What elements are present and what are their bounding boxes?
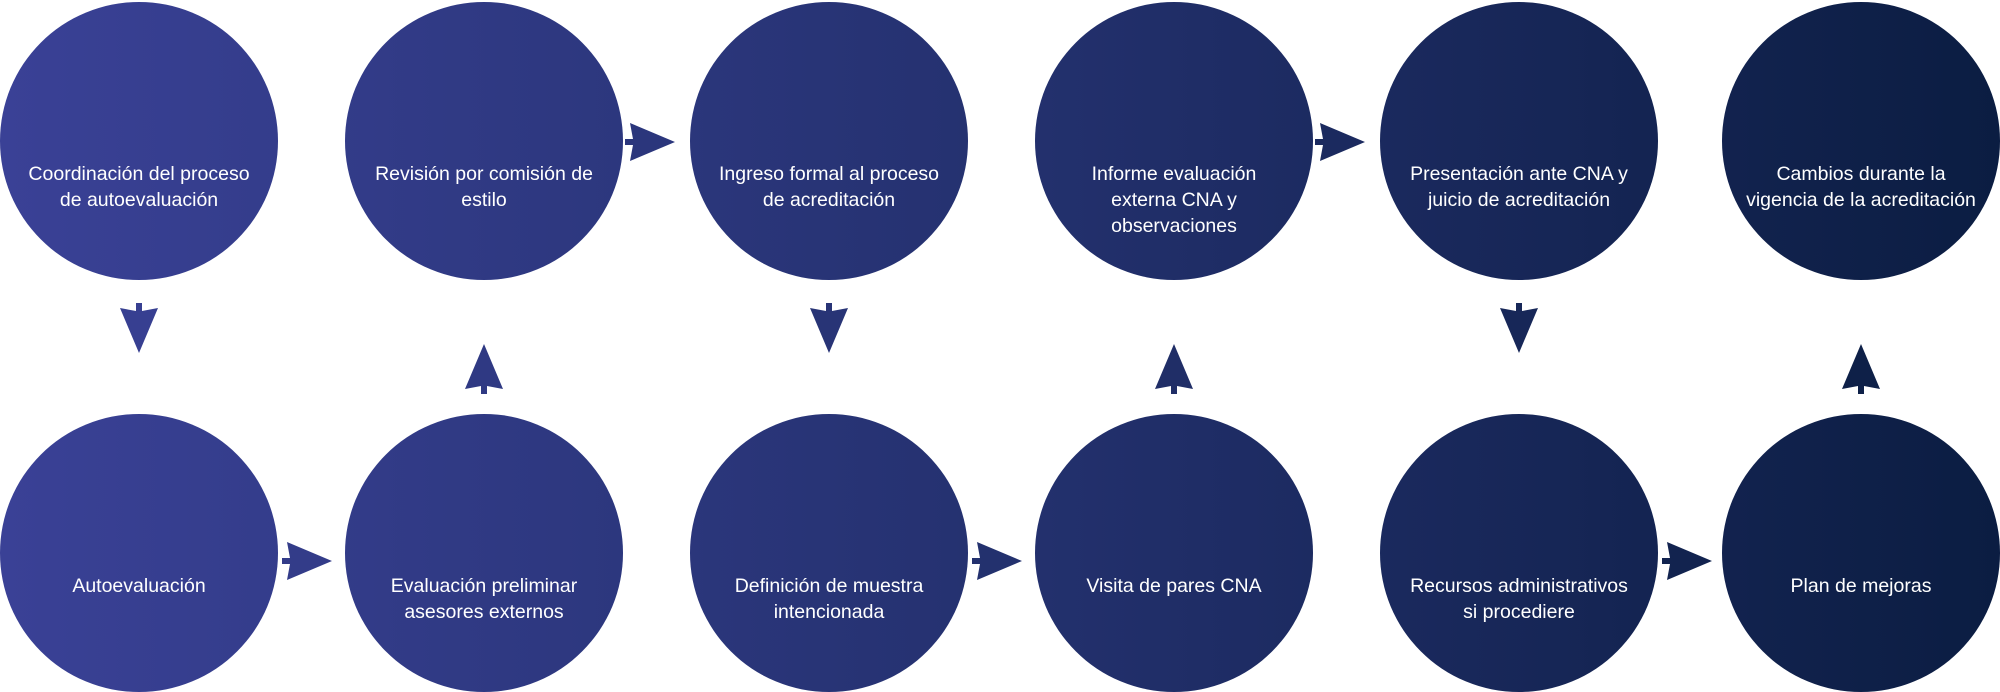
- step-label: Definición de muestra intencionada: [734, 575, 924, 623]
- step-label: Ingreso formal al proceso de acreditació…: [718, 163, 940, 211]
- arrow-right-icon: [282, 542, 332, 580]
- step-label: Evaluación preliminar asesores externos: [390, 575, 578, 623]
- step-label: Cambios durante la vigencia de la acredi…: [1746, 163, 1976, 211]
- arrow-down-icon: [1500, 303, 1538, 353]
- arrow-down-icon: [120, 303, 158, 353]
- arrow-right-icon: [625, 123, 675, 161]
- arrow-right-icon: [1315, 123, 1365, 161]
- step-recursos-administrativos: Recursos administrativos si procediere: [1380, 414, 1658, 692]
- arrow-up-icon: [1155, 344, 1193, 394]
- step-label: Visita de pares CNA: [1086, 575, 1262, 597]
- step-definicion-muestra: Definición de muestra intencionada: [690, 414, 968, 692]
- step-label: Revisión por comisión de estilo: [375, 163, 593, 211]
- step-revision-estilo: Revisión por comisión de estilo: [345, 2, 623, 280]
- step-informe-evaluacion: Informe evaluación externa CNA y observa…: [1035, 2, 1313, 280]
- step-visita-pares: Visita de pares CNA: [1035, 414, 1313, 692]
- arrow-up-icon: [465, 344, 503, 394]
- step-presentacion-cna: Presentación ante CNA y juicio de acredi…: [1380, 2, 1658, 280]
- step-label: Informe evaluación externa CNA y observa…: [1091, 163, 1257, 237]
- step-label: Recursos administrativos si procediere: [1410, 575, 1628, 623]
- arrow-down-icon: [810, 303, 848, 353]
- arrow-up-icon: [1842, 344, 1880, 394]
- step-coordinacion: Coordinación del proceso de autoevaluaci…: [0, 2, 278, 280]
- step-autoevaluacion: Autoevaluación: [0, 414, 278, 692]
- arrow-right-icon: [1662, 542, 1712, 580]
- step-label: Presentación ante CNA y juicio de acredi…: [1410, 163, 1628, 211]
- step-evaluacion-preliminar: Evaluación preliminar asesores externos: [345, 414, 623, 692]
- step-ingreso-formal: Ingreso formal al proceso de acreditació…: [690, 2, 968, 280]
- step-label: Plan de mejoras: [1790, 575, 1932, 597]
- step-label: Autoevaluación: [72, 575, 206, 597]
- step-cambios-vigencia: Cambios durante la vigencia de la acredi…: [1722, 2, 2000, 280]
- arrow-right-icon: [972, 542, 1022, 580]
- step-plan-mejoras: Plan de mejoras: [1722, 414, 2000, 692]
- step-label: Coordinación del proceso de autoevaluaci…: [28, 163, 250, 211]
